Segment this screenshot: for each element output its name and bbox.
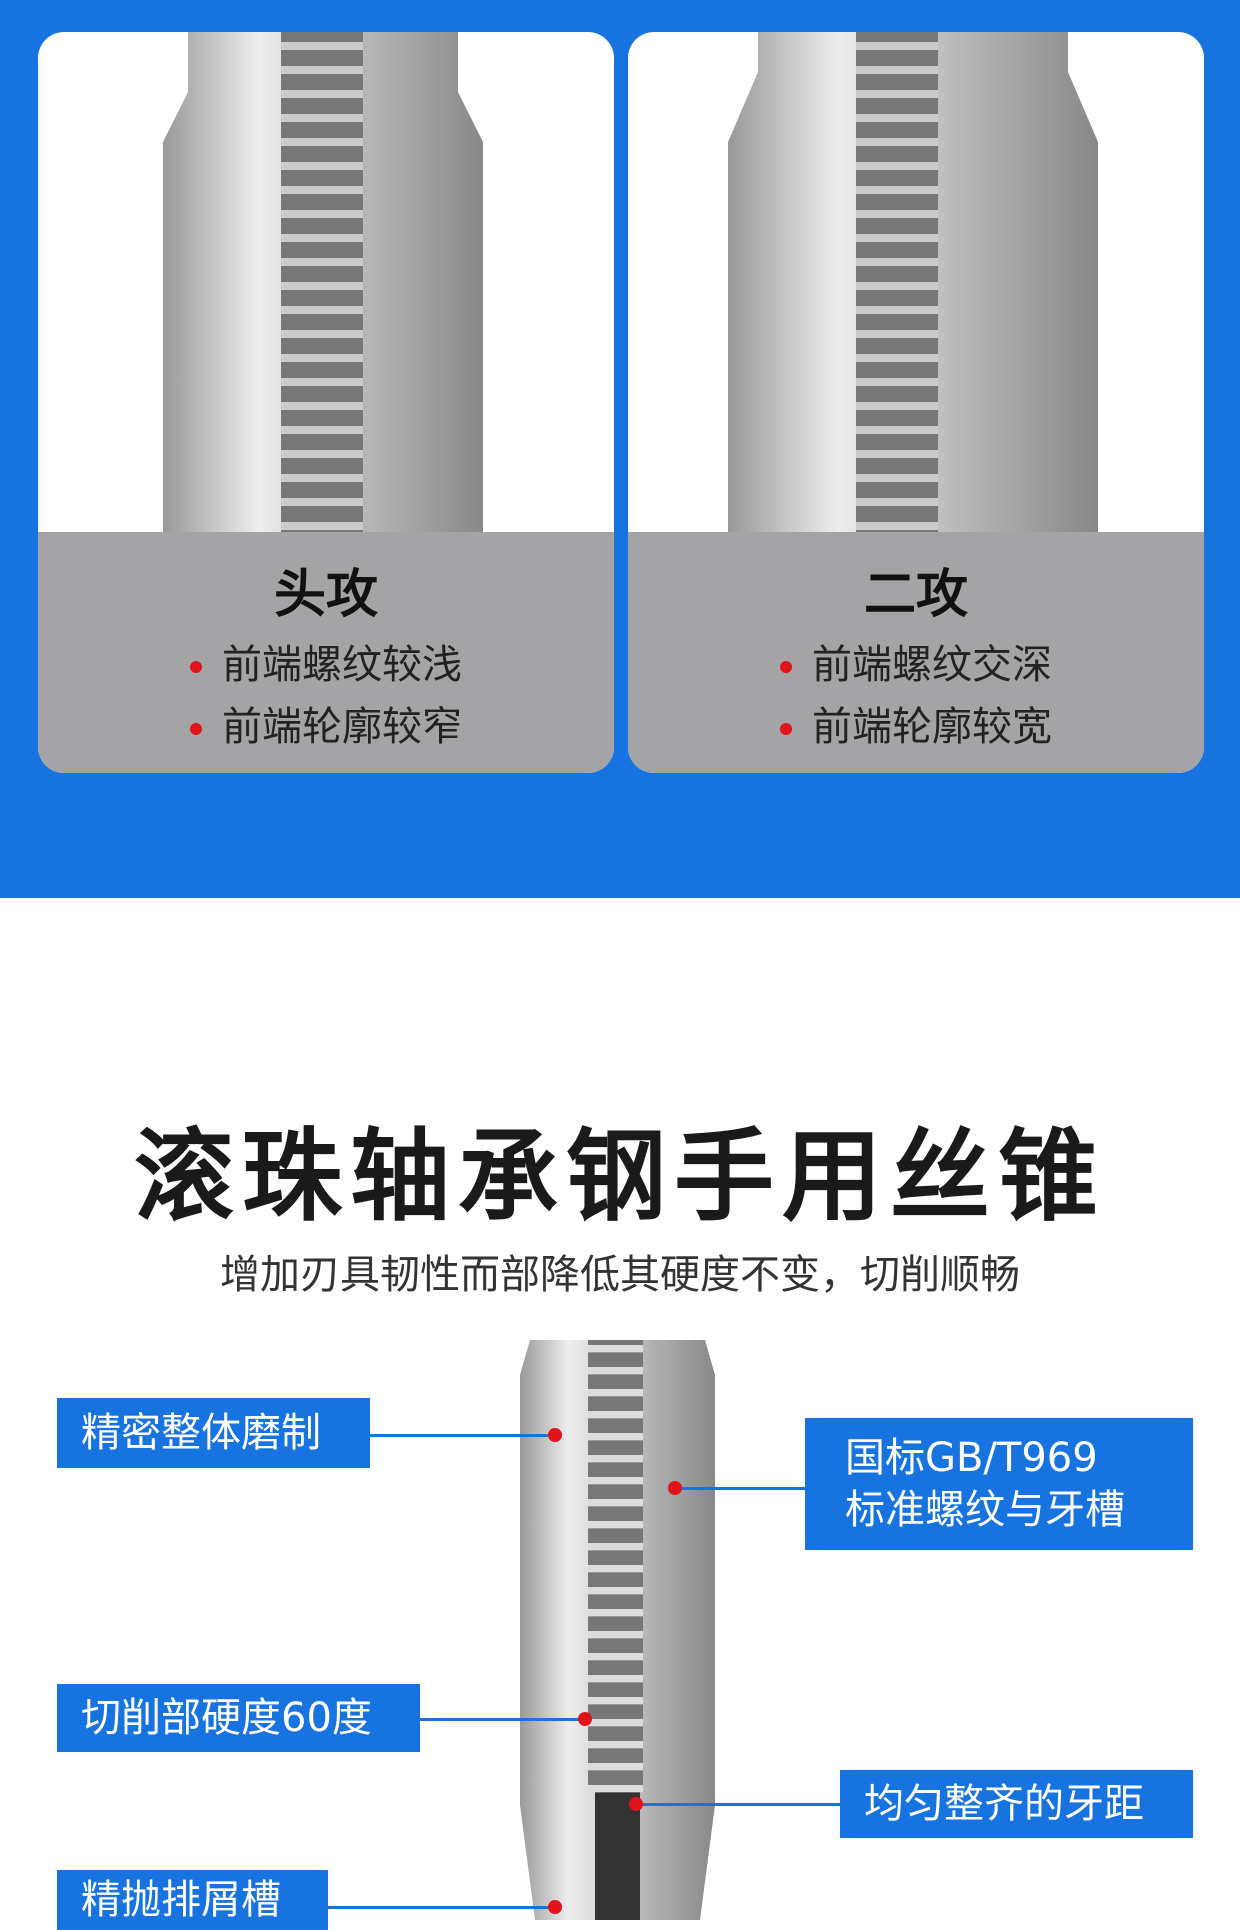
thread-ridge [856, 162, 938, 170]
thread-ridge [588, 1763, 643, 1771]
callout-line [675, 1487, 805, 1490]
thread-ridge [856, 114, 938, 122]
callout-line [420, 1718, 585, 1721]
tap-image-second [728, 32, 1098, 532]
callout-label: 精密整体磨制 [57, 1398, 370, 1468]
thread-ridge [856, 330, 938, 338]
thread-ridge [281, 378, 363, 386]
thread-ridge [281, 66, 363, 74]
thread-ridge [588, 1499, 643, 1507]
thread-ridge [588, 1741, 643, 1749]
feature-title: 滚珠轴承钢手用丝锥 [134, 1118, 1106, 1235]
thread-ridge [856, 354, 938, 362]
thread-ridge [281, 258, 363, 266]
thread-ridge [588, 1785, 643, 1793]
thread-ridge [281, 138, 363, 146]
thread-ridge [281, 306, 363, 314]
thread-ridge [588, 1433, 643, 1441]
thread-ridge [856, 90, 938, 98]
thread-ridge [856, 210, 938, 218]
thread-ridge [856, 498, 938, 506]
thread-ridge [281, 282, 363, 290]
thread-ridge [856, 378, 938, 386]
thread-ridge [588, 1389, 643, 1397]
thread-ridge [856, 450, 938, 458]
thread-ridge [588, 1411, 643, 1419]
tap-image-first [163, 32, 483, 532]
thread-ridge [588, 1631, 643, 1639]
feature-subtitle: 增加刃具韧性而部降低其硬度不变，切削顺畅 [220, 1252, 1020, 1298]
thread-ridge [281, 402, 363, 410]
card-title: 二攻 [863, 565, 968, 625]
bullet-item: 前端轮廓较窄 [38, 694, 614, 752]
thread-ridge [281, 474, 363, 482]
bullet-item: 前端螺纹较浅 [38, 632, 614, 690]
thread-ridge [856, 402, 938, 410]
thread-ridge [281, 354, 363, 362]
thread-ridge [588, 1345, 643, 1353]
callout-label: 精抛排屑槽 [57, 1870, 328, 1930]
thread-ridge [588, 1697, 643, 1705]
thread-ridge [856, 66, 938, 74]
thread-ridge [856, 426, 938, 434]
thread-ridge [856, 522, 938, 530]
bullet-item: 前端轮廓较宽 [628, 694, 1204, 752]
thread-ridge [281, 330, 363, 338]
thread-ridge [281, 426, 363, 434]
thread-ridge [588, 1653, 643, 1661]
thread-ridge [856, 258, 938, 266]
marker-dot [548, 1900, 562, 1914]
callout-label: 切削部硬度60度 [57, 1684, 420, 1752]
thread-ridge [281, 498, 363, 506]
card-second-tap: 二攻 前端螺纹交深 前端轮廓较宽 [628, 32, 1204, 773]
callout-label: 均匀整齐的牙距 [840, 1770, 1193, 1838]
marker-dot [629, 1797, 643, 1811]
thread-ridge [856, 306, 938, 314]
thread-ridge [856, 474, 938, 482]
thread-ridge [281, 234, 363, 242]
thread-ridge [588, 1455, 643, 1463]
card-first-tap: 头攻 前端螺纹较浅 前端轮廓较窄 [38, 32, 614, 773]
thread-ridge [281, 42, 363, 50]
callout-line [636, 1803, 840, 1806]
marker-dot [548, 1428, 562, 1442]
thread-ridge [856, 42, 938, 50]
thread-ridge [281, 522, 363, 530]
marker-dot [578, 1712, 592, 1726]
thread-ridge [588, 1609, 643, 1617]
bullet-item: 前端螺纹交深 [628, 632, 1204, 690]
thread-ridge [281, 450, 363, 458]
thread-ridge [588, 1565, 643, 1573]
thread-ridge [281, 114, 363, 122]
thread-ridge [281, 186, 363, 194]
callout-line [370, 1434, 555, 1437]
thread-ridge [588, 1477, 643, 1485]
thread-ridge [281, 162, 363, 170]
thread-ridge [856, 138, 938, 146]
thread-ridge [588, 1367, 643, 1375]
marker-dot [668, 1481, 682, 1495]
thread-ridge [856, 234, 938, 242]
thread-ridge [856, 282, 938, 290]
thread-ridge [588, 1587, 643, 1595]
thread-ridge [588, 1675, 643, 1683]
thread-ridge [281, 210, 363, 218]
thread-ridge [588, 1521, 643, 1529]
thread-ridge [588, 1543, 643, 1551]
tap-image-main [520, 1340, 715, 1920]
thread-ridge [856, 186, 938, 194]
callout-line [328, 1906, 555, 1909]
thread-ridge [588, 1719, 643, 1727]
card-title: 头攻 [273, 565, 378, 625]
thread-ridge [281, 90, 363, 98]
